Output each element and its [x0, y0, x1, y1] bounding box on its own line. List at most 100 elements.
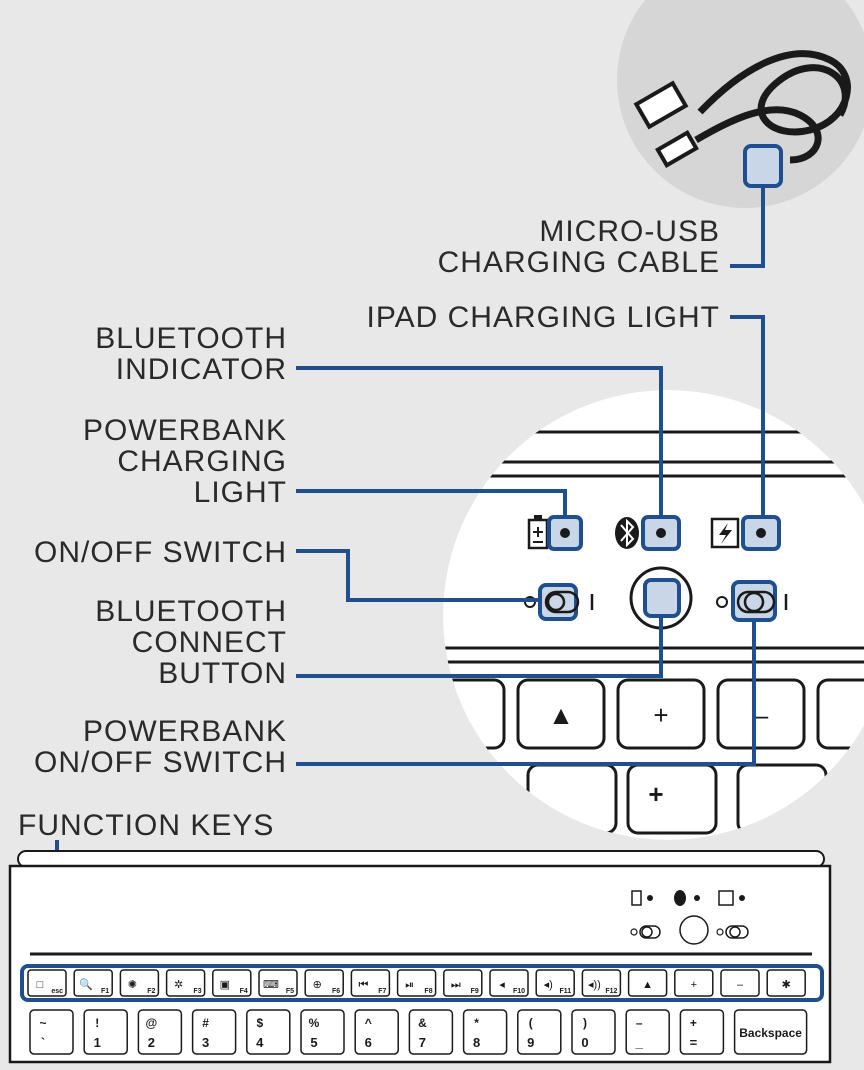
function-key-icon: ⏭: [451, 979, 461, 991]
function-key[interactable]: [27, 969, 67, 997]
label-cable-line: MICRO-USB: [539, 215, 720, 248]
function-key-icon: ✱: [782, 979, 791, 991]
function-key[interactable]: [766, 969, 806, 997]
number-key[interactable]: [246, 1009, 291, 1055]
zoom-key-partial: [816, 678, 864, 750]
number-key[interactable]: [83, 1009, 128, 1055]
number-key-top: %: [309, 1016, 320, 1030]
function-key[interactable]: [581, 969, 622, 997]
function-key[interactable]: [720, 969, 760, 997]
function-key-sub: F1: [101, 988, 109, 995]
function-key[interactable]: [258, 969, 298, 997]
number-key[interactable]: [679, 1009, 725, 1055]
label-cable-line: CHARGING CABLE: [438, 246, 720, 279]
number-key-top: ~: [39, 1016, 46, 1030]
function-key-sub: F4: [240, 988, 248, 995]
number-key[interactable]: [462, 1009, 508, 1055]
function-key-sub: F5: [286, 988, 294, 995]
function-key[interactable]: [627, 969, 668, 997]
zoom-key: [716, 678, 806, 750]
number-key[interactable]: [733, 1009, 808, 1055]
function-key[interactable]: [674, 969, 714, 997]
label-onoff-line: ON/OFF SWITCH: [34, 536, 287, 569]
zoom-key-label: –: [754, 700, 769, 730]
number-key-top: !: [95, 1016, 99, 1030]
function-key-icon: +: [691, 979, 697, 991]
number-key-bottom: 4: [256, 1035, 264, 1050]
label-pb-light-line: LIGHT: [194, 476, 287, 509]
number-key-row: ~`!1@2#3$4%5^6&7*8(9)0–_+=Backspace: [29, 1009, 808, 1055]
function-keys-highlight: [20, 964, 824, 1002]
zoom-key-row2: [626, 763, 718, 835]
function-key-sub: F8: [424, 988, 432, 995]
number-key-top: $: [256, 1016, 263, 1030]
function-key[interactable]: [212, 969, 252, 997]
number-key[interactable]: [408, 1009, 454, 1055]
number-key-bottom: `: [41, 1035, 45, 1050]
number-key[interactable]: [137, 1009, 183, 1055]
zoom-key: [516, 678, 606, 750]
function-key-icon: ▲: [642, 979, 653, 991]
number-key[interactable]: [191, 1009, 237, 1055]
onoff-switch[interactable]: [524, 583, 594, 621]
function-key-icon: 🔍: [79, 977, 93, 991]
label-pb-switch-line: POWERBANK: [83, 715, 287, 748]
function-key-icon: ◂): [544, 979, 553, 991]
label-bt-connect-line: BLUETOOTH: [95, 595, 287, 628]
number-key[interactable]: [517, 1009, 562, 1055]
function-key-icon: ⌨: [263, 979, 279, 991]
label-pb-light-line: POWERBANK: [83, 414, 287, 447]
label-bt-connect-line: BUTTON: [158, 657, 287, 690]
function-key[interactable]: [489, 969, 529, 997]
function-key[interactable]: [119, 969, 160, 997]
function-key-icon: ⊕: [313, 979, 322, 991]
function-key-sub: F3: [193, 988, 201, 995]
function-key-icon: –: [737, 979, 744, 991]
number-key-top: #: [202, 1016, 209, 1030]
number-key-bottom: Backspace: [739, 1026, 802, 1040]
function-key[interactable]: [350, 969, 391, 997]
number-key[interactable]: [300, 1009, 345, 1055]
number-key-bottom: 7: [419, 1035, 426, 1050]
number-key[interactable]: [354, 1009, 399, 1055]
function-key[interactable]: [165, 969, 206, 997]
number-key-bottom: =: [690, 1035, 698, 1050]
function-key-sub: F11: [560, 988, 572, 995]
function-key-sub: F10: [513, 988, 525, 995]
number-key-bottom: _: [635, 1035, 644, 1050]
number-key[interactable]: [571, 1009, 616, 1055]
number-key-bottom: 8: [473, 1035, 480, 1050]
cable-marker: [743, 144, 783, 188]
control-panel-zoom: ▲+–+: [443, 390, 864, 840]
number-key-top: ): [583, 1016, 587, 1030]
function-key[interactable]: [443, 969, 483, 997]
zoom-key-row2: [526, 763, 618, 835]
function-key-icon: □: [37, 979, 44, 991]
function-key[interactable]: [396, 969, 437, 997]
number-key[interactable]: [29, 1009, 74, 1055]
function-key-icon: ◂)): [588, 979, 601, 991]
function-key-icon: ⏯: [405, 979, 414, 991]
function-key-icon: ✲: [174, 979, 183, 991]
zoom-key-row2: [736, 763, 828, 835]
usb-a-plug-icon: [633, 80, 689, 130]
function-key[interactable]: [73, 969, 113, 997]
label-bt-indicator-line: BLUETOOTH: [95, 322, 287, 355]
keyboard: □esc🔍F1✺F2✲F3▣F4⌨F5⊕F6⏮F7⏯F8⏭F9◂F10◂)F11…: [8, 850, 832, 1064]
function-key[interactable]: [535, 969, 575, 997]
number-key-bottom: 0: [581, 1035, 588, 1050]
zoom-key-label: +: [653, 700, 668, 730]
powerbank-onoff-switch[interactable]: [716, 580, 788, 622]
function-key-icon: ▣: [220, 979, 230, 991]
function-key-icon: ⏮: [358, 979, 368, 991]
number-key-top: ^: [365, 1016, 372, 1030]
function-key-sub: F7: [378, 988, 386, 995]
number-key-top: +: [690, 1016, 697, 1030]
function-key[interactable]: [304, 969, 344, 997]
zoom-key-row2-label: +: [648, 779, 663, 809]
number-key[interactable]: [625, 1009, 670, 1055]
label-bt-connect-line: CONNECT: [132, 626, 287, 659]
number-key-top: –: [636, 1016, 643, 1030]
label-pb-light-line: CHARGING: [117, 445, 287, 478]
